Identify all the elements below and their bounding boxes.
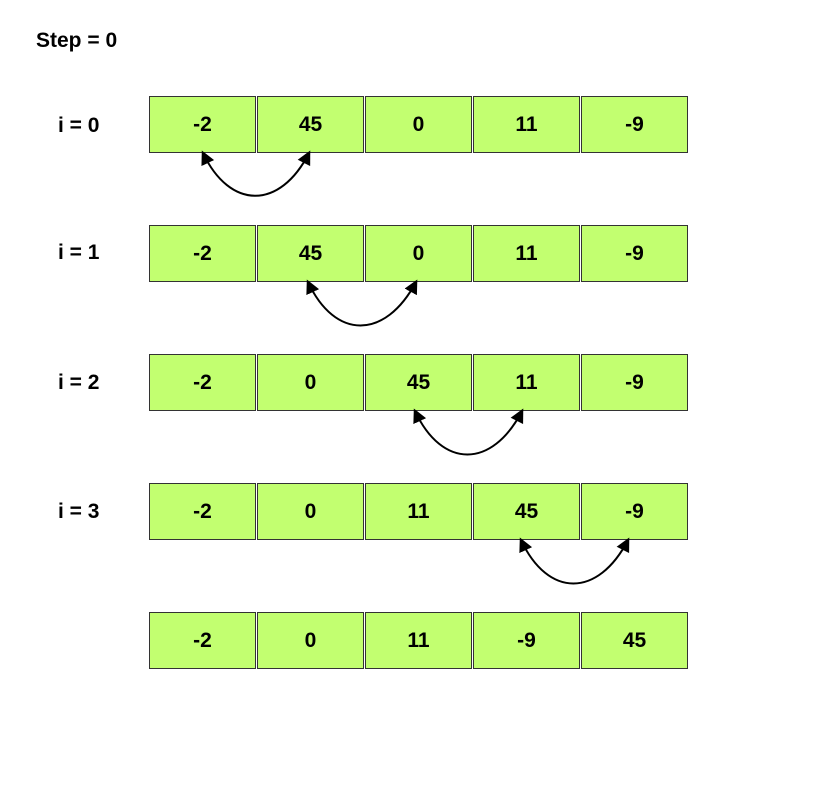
array-cell: -9 <box>473 612 580 669</box>
array-cell: 11 <box>473 354 580 411</box>
swap-arrow-i3 <box>519 537 630 585</box>
array-cell: 45 <box>257 96 364 153</box>
array-row-i0: -2 45 0 11 -9 <box>149 96 688 153</box>
array-cell: 11 <box>473 96 580 153</box>
array-cell: -9 <box>581 483 688 540</box>
array-cell: 0 <box>365 96 472 153</box>
array-cell: -9 <box>581 354 688 411</box>
array-cell: 11 <box>365 483 472 540</box>
array-row-i1: -2 45 0 11 -9 <box>149 225 688 282</box>
array-row-i3: -2 0 11 45 -9 <box>149 483 688 540</box>
array-cell: 0 <box>365 225 472 282</box>
array-cell: 0 <box>257 612 364 669</box>
row-label-i3: i = 3 <box>58 500 100 523</box>
row-label-i2: i = 2 <box>58 371 100 394</box>
array-cell: -9 <box>581 225 688 282</box>
array-cell: 45 <box>257 225 364 282</box>
array-cell: 0 <box>257 354 364 411</box>
array-row-result: -2 0 11 -9 45 <box>149 612 688 669</box>
array-cell: -2 <box>149 96 256 153</box>
array-cell: -2 <box>149 612 256 669</box>
array-cell: 45 <box>473 483 580 540</box>
swap-arrow-i1 <box>306 279 418 327</box>
array-cell: 11 <box>365 612 472 669</box>
array-cell: 45 <box>581 612 688 669</box>
array-row-i2: -2 0 45 11 -9 <box>149 354 688 411</box>
array-cell: 0 <box>257 483 364 540</box>
swap-arrow-i0 <box>201 150 311 197</box>
array-cell: -2 <box>149 354 256 411</box>
swap-arrow-i2 <box>413 408 524 456</box>
array-cell: -2 <box>149 483 256 540</box>
array-cell: -9 <box>581 96 688 153</box>
array-cell: -2 <box>149 225 256 282</box>
row-label-i1: i = 1 <box>58 241 100 264</box>
array-cell: 45 <box>365 354 472 411</box>
row-label-i0: i = 0 <box>58 114 100 137</box>
step-title: Step = 0 <box>36 29 118 52</box>
array-cell: 11 <box>473 225 580 282</box>
